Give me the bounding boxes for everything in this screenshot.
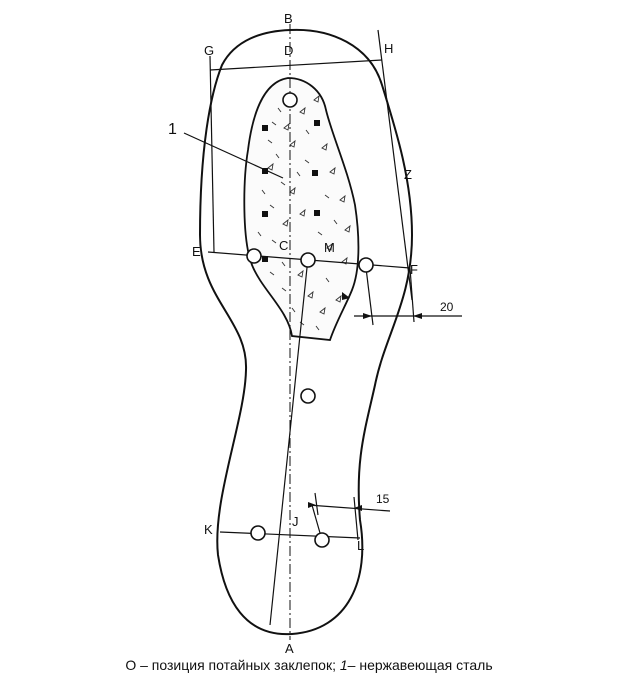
label-B: B [284, 11, 293, 26]
line-KL [219, 531, 361, 539]
dim-15-arrow [354, 505, 362, 511]
label-F: F [410, 262, 418, 277]
marker-square [314, 210, 320, 216]
caption-suffix: – нержавеющая сталь [348, 657, 493, 673]
dim-20-arrow [363, 313, 372, 319]
steel-insert [243, 77, 360, 341]
label-C: C [279, 238, 288, 253]
rivet-K [250, 525, 266, 541]
marker-square [262, 211, 268, 217]
rivet-toe [282, 92, 298, 108]
part-1-label: 1 [168, 121, 177, 138]
dim-15-label: 15 [376, 492, 390, 506]
rivet-E [246, 248, 262, 264]
dim-20-label: 20 [440, 300, 454, 314]
label-M: M [324, 240, 335, 255]
dim-15-ext-1 [314, 492, 319, 516]
leader-part-1 [183, 132, 284, 179]
dim-15-arrow [308, 502, 316, 508]
rivet-waist [300, 388, 316, 404]
dim-20-ext-2 [409, 267, 415, 323]
dim-15-line [307, 504, 391, 512]
marker-square [314, 120, 320, 126]
caption-prefix: O – позиция потайных заклепок; [125, 657, 340, 673]
rivet-L [314, 532, 330, 548]
label-D: D [284, 43, 293, 58]
caption-italic: 1 [340, 657, 348, 673]
dim-20-arrow [413, 313, 422, 319]
line-H-Z [377, 29, 413, 301]
line-G-ball [209, 55, 215, 253]
marker-square [262, 168, 268, 174]
label-J: J [292, 514, 299, 529]
insert-texture [257, 94, 351, 331]
dim-15-ext-2 [353, 496, 359, 541]
marker-triangle [342, 292, 350, 300]
label-K: K [204, 522, 213, 537]
rivet-F [358, 257, 374, 273]
marker-square [262, 125, 268, 131]
marker-square [312, 170, 318, 176]
label-E: E [192, 244, 201, 259]
label-G: G [204, 43, 214, 58]
rivet-M [300, 252, 316, 268]
label-H: H [384, 41, 393, 56]
figure-caption: O – позиция потайных заклепок; 1– нержав… [125, 657, 492, 673]
line-MA [269, 257, 309, 626]
line-GH [209, 59, 383, 71]
label-A: A [285, 641, 294, 656]
sole-outline [198, 28, 414, 636]
marker-square [262, 256, 268, 262]
label-L: L [357, 538, 364, 553]
label-Z: Z [404, 167, 412, 182]
